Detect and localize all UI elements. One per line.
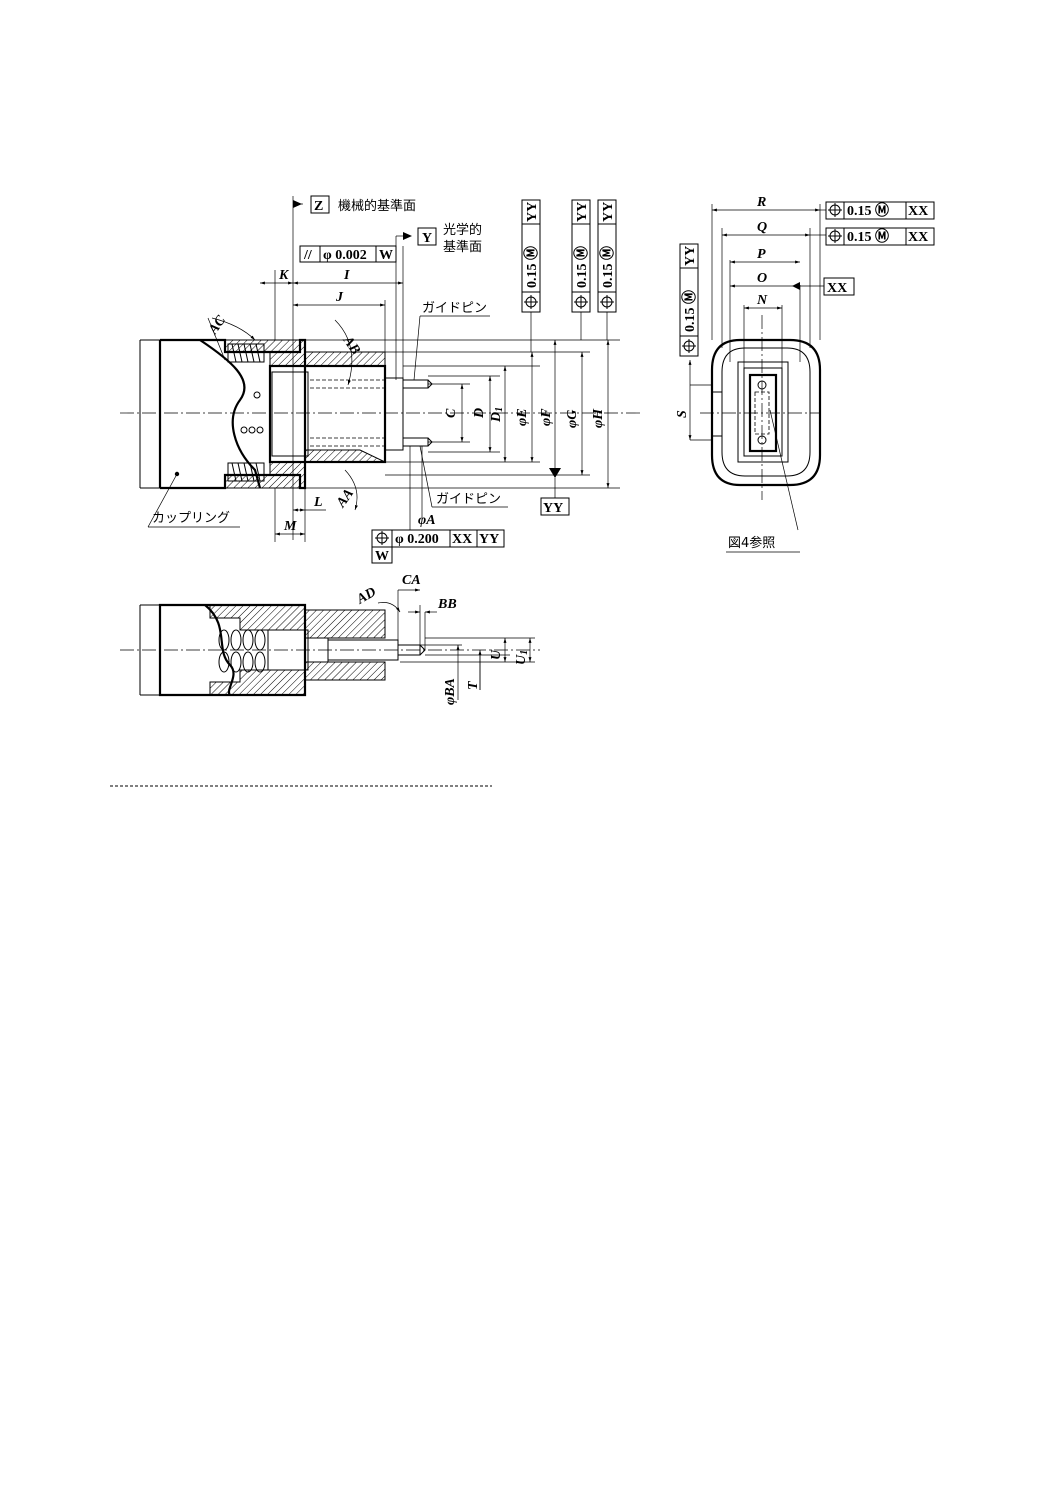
svg-text:0.15 Ⓜ: 0.15 Ⓜ [847, 202, 889, 219]
dim-d1: D1 [489, 407, 505, 423]
svg-text:0.15 Ⓜ: 0.15 Ⓜ [847, 228, 889, 245]
dim-u: U [489, 649, 504, 660]
lower-spring [218, 629, 266, 673]
lower-section-view: CA BB AD U U1 T φBA [120, 573, 540, 705]
dim-ad: AD [354, 585, 379, 608]
tolerance-frame-g: YY 0.15 Ⓜ [571, 199, 591, 340]
svg-text:φ 0.200: φ 0.200 [395, 532, 439, 547]
svg-text:0.15 Ⓜ: 0.15 Ⓜ [523, 246, 540, 288]
spring-bottom [227, 462, 265, 482]
dim-phi-a: φA [418, 513, 436, 528]
position-frame-phi-a: φ 0.200 XX YY W [371, 529, 505, 564]
dim-o: O [757, 271, 767, 286]
svg-text:0.15 Ⓜ: 0.15 Ⓜ [599, 246, 616, 288]
tolerance-frame-q: 0.15 Ⓜ XX [810, 227, 935, 246]
svg-text:0.15 Ⓜ: 0.15 Ⓜ [573, 246, 590, 288]
guide-pin-label-top: ガイドピン [422, 301, 487, 316]
dim-l: L [313, 495, 323, 510]
parallelism-frame: // φ 0.002 W [299, 245, 397, 263]
tolerance-frame-e: YY 0.15 Ⓜ [521, 199, 541, 352]
break-line [199, 339, 262, 489]
datum-xx-box [823, 277, 855, 296]
svg-text:XX: XX [452, 532, 472, 547]
datum-z: Z [314, 199, 323, 214]
dim-phi-ba: φBA [443, 678, 458, 705]
tolerance-frame-r: 0.15 Ⓜ XX [820, 201, 935, 220]
front-outer-shell [710, 338, 822, 487]
dim-d: D [472, 408, 487, 419]
dim-c: C [444, 408, 459, 418]
dim-k: K [278, 268, 290, 283]
svg-text:YY: YY [601, 202, 616, 222]
optical-ref-line1: 光学的 [443, 222, 482, 238]
front-view: R Q P O N S XX 0.15 Ⓜ XX [675, 195, 935, 553]
svg-text:W: W [375, 549, 389, 564]
svg-text:φ 0.002: φ 0.002 [323, 248, 367, 263]
svg-text:YY: YY [575, 202, 590, 222]
side-view: C D D1 φE φF φG φH K I J L M AA AB AC Z … [120, 195, 640, 564]
dim-j: J [335, 290, 344, 305]
datum-z-box [310, 195, 330, 214]
svg-text:YY: YY [683, 246, 698, 266]
dim-p: P [757, 247, 766, 262]
optical-ref-line2: 基準面 [443, 239, 482, 255]
datum-yy-box [540, 497, 570, 516]
datum-yy: YY [543, 501, 563, 516]
svg-text:W: W [379, 248, 393, 263]
ferrule-tip [384, 377, 404, 451]
mechanical-reference-label: 機械的基準面 [338, 198, 416, 214]
dim-phi-h: φH [591, 408, 606, 428]
dim-ac: AC [205, 313, 229, 338]
datum-y: Y [422, 231, 432, 246]
dim-phi-g: φG [565, 410, 580, 428]
spring-top [227, 343, 265, 363]
coupling-label: カップリング [152, 511, 230, 526]
dim-m: M [283, 519, 297, 534]
see-figure-4-label: 図4参照 [728, 535, 775, 551]
svg-text:0.15 Ⓜ: 0.15 Ⓜ [681, 290, 698, 332]
datum-xx: XX [827, 281, 847, 296]
tolerance-frame-s: YY 0.15 Ⓜ [679, 243, 699, 357]
dim-phi-f: φF [539, 408, 554, 426]
dim-i: I [343, 268, 350, 283]
datum-y-box [417, 227, 437, 246]
svg-text:XX: XX [908, 204, 928, 219]
svg-text://: // [303, 248, 313, 263]
dim-u1: U1 [514, 650, 530, 665]
dim-s: S [675, 410, 690, 418]
svg-text:XX: XX [908, 230, 928, 245]
svg-text:YY: YY [479, 532, 499, 547]
dim-bb: BB [437, 597, 457, 612]
dim-aa: AA [333, 486, 357, 511]
dim-phi-e: φE [515, 408, 530, 426]
dim-r: R [756, 195, 766, 210]
dim-ca: CA [402, 573, 421, 588]
dim-n: N [756, 293, 768, 308]
guide-pin-label-bottom: ガイドピン [436, 492, 501, 507]
tolerance-frame-h: YY 0.15 Ⓜ [597, 199, 617, 340]
svg-text:YY: YY [525, 202, 540, 222]
dim-t: T [466, 680, 481, 690]
dim-q: Q [757, 220, 767, 235]
